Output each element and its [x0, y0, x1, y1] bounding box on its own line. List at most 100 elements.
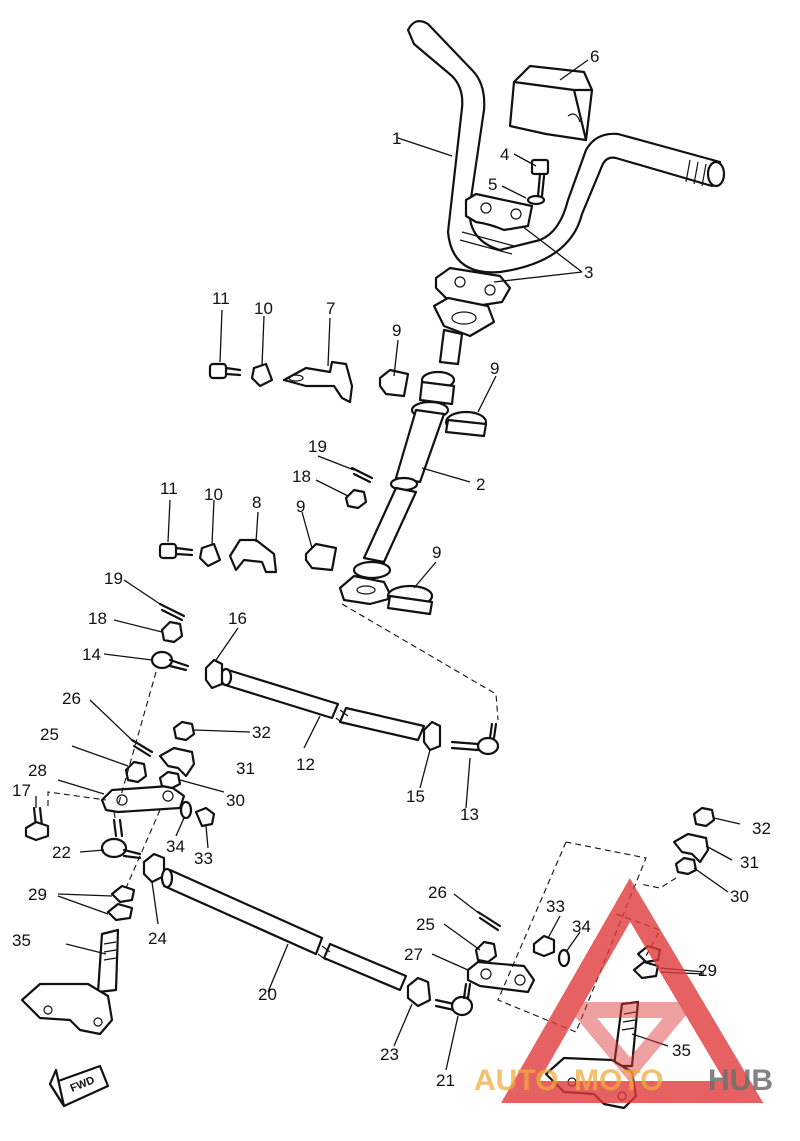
- callout-32b: 32: [752, 819, 771, 838]
- callout-34a: 34: [166, 837, 185, 856]
- callout-21: 21: [436, 1071, 455, 1090]
- locknut-15: [422, 720, 442, 752]
- callout-18a: 18: [292, 467, 311, 486]
- steering-column: [338, 328, 464, 606]
- pitman-arm-28: [100, 784, 186, 814]
- nut-18a: [344, 488, 368, 510]
- callout-10a: 10: [254, 299, 273, 318]
- bolt-17: [24, 806, 50, 842]
- callout-11b: 11: [160, 479, 178, 498]
- callout-1: 1: [392, 129, 401, 148]
- bolt-11b: [158, 542, 194, 560]
- cotter-pin-19b: [158, 602, 186, 622]
- callout-6: 6: [590, 47, 599, 66]
- callout-34b: 34: [572, 917, 591, 936]
- callout-9d: 9: [432, 543, 441, 562]
- callout-25b: 25: [416, 915, 435, 934]
- tie-rod-12: [219, 667, 426, 742]
- callout-29b: 29: [698, 961, 717, 980]
- callout-15: 15: [406, 787, 425, 806]
- callout-29a: 29: [28, 885, 47, 904]
- bushing-9a: [378, 368, 410, 398]
- assembly-line-b: [47, 791, 117, 823]
- nut-25b: [474, 940, 498, 964]
- nut-32a: [172, 720, 196, 742]
- callout-16: 16: [228, 609, 247, 628]
- watermark-logo: [501, 878, 764, 1103]
- callout-33b: 33: [546, 897, 565, 916]
- bracket-31b: [672, 832, 710, 864]
- handlebar-pad: [508, 64, 594, 142]
- callout-8: 8: [252, 493, 261, 512]
- callout-2: 2: [476, 475, 485, 494]
- washer-5: [526, 194, 546, 206]
- callout-19b: 19: [104, 569, 123, 588]
- callout-35b: 35: [672, 1041, 691, 1060]
- lower-holder: [432, 266, 512, 338]
- upper-holder: [464, 192, 534, 232]
- leader-lines: [35, 59, 741, 1071]
- callout-26a: 26: [62, 689, 81, 708]
- watermark-wordmark: AUTO MOTO HUB: [474, 1064, 773, 1097]
- fwd-arrow: FWD: [48, 1064, 110, 1108]
- locknut-16: [204, 658, 224, 690]
- tie-rod-end-14: [150, 650, 190, 672]
- clip-29d: [632, 960, 660, 980]
- assembly-line-c: [117, 671, 161, 889]
- watermark-text-c: HUB: [708, 1064, 773, 1097]
- nut-32b: [692, 806, 716, 828]
- callout-13: 13: [460, 805, 479, 824]
- callout-14: 14: [82, 645, 101, 664]
- plate-10b: [198, 542, 222, 568]
- washer-34b: [557, 948, 571, 968]
- handlebar: [406, 19, 726, 274]
- plate-10a: [250, 362, 274, 388]
- bracket-31a: [158, 746, 196, 778]
- callout-9b: 9: [490, 359, 499, 378]
- watermark-text-a: AUTO: [474, 1064, 558, 1097]
- cotter-pin-26a: [130, 738, 154, 758]
- nut-18b: [160, 620, 184, 644]
- callout-35a: 35: [12, 931, 31, 950]
- callout-17: 17: [12, 781, 31, 800]
- callout-26b: 26: [428, 883, 447, 902]
- callout-25a: 25: [40, 725, 59, 744]
- assembly-line-d: [497, 841, 677, 1033]
- callout-20: 20: [258, 985, 277, 1004]
- callout-3: 3: [584, 263, 593, 282]
- clip-29b: [106, 902, 134, 922]
- callout-19a: 19: [308, 437, 327, 456]
- bolt-11a: [208, 362, 242, 380]
- callout-5: 5: [488, 175, 497, 194]
- callout-9a: 9: [392, 321, 401, 340]
- watermark-text-b: MOTO: [574, 1064, 663, 1097]
- callout-18b: 18: [88, 609, 107, 628]
- tie-rod-end-22: [100, 818, 142, 860]
- locknut-23: [406, 976, 432, 1008]
- bracket-8: [228, 538, 278, 574]
- tie-rod-20: [160, 867, 408, 992]
- callout-23: 23: [380, 1045, 399, 1064]
- bolt-33b: [532, 934, 556, 958]
- watermark-triangle-icon: [501, 878, 764, 1103]
- collar-30a: [158, 770, 182, 790]
- bushing-9b: [444, 410, 488, 438]
- callout-10b: 10: [204, 485, 223, 504]
- knuckle-35-left: [20, 928, 120, 1036]
- bushing-9c: [304, 542, 338, 572]
- cotter-pin-19a: [350, 466, 374, 484]
- callout-11a: 11: [212, 289, 230, 308]
- assembly-line-a: [341, 603, 499, 721]
- callout-30b: 30: [730, 887, 749, 906]
- callout-22: 22: [52, 843, 71, 862]
- tie-rod-end-13: [450, 722, 500, 756]
- callout-7: 7: [326, 299, 335, 318]
- callout-32a: 32: [252, 723, 271, 742]
- washer-34a: [179, 800, 193, 820]
- collar-30b: [674, 856, 698, 876]
- cotter-pin-26b: [476, 910, 502, 932]
- callout-30a: 30: [226, 791, 245, 810]
- arm-27: [466, 960, 536, 994]
- clip-29a: [110, 884, 136, 904]
